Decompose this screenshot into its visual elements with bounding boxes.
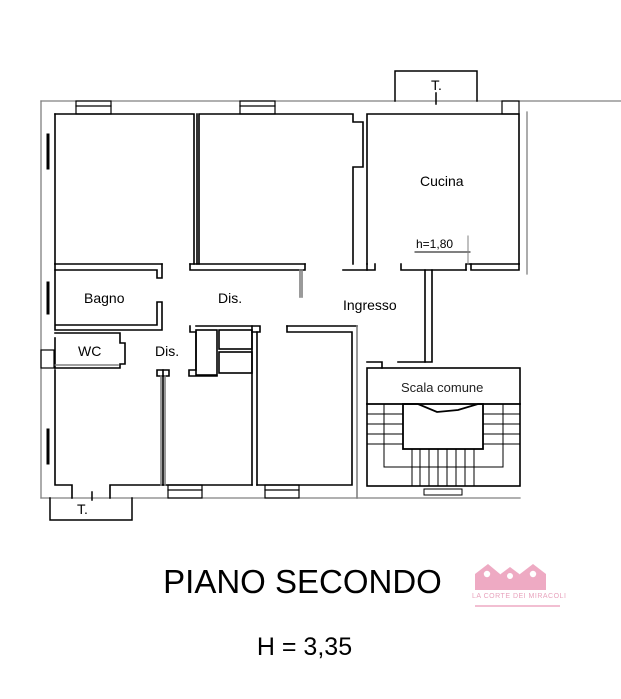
plan-title: PIANO SECONDO	[163, 563, 442, 600]
logo-houses-icon	[475, 564, 560, 607]
outer-wall	[40, 100, 621, 499]
terrace-label-bottom: T.	[77, 501, 88, 517]
room-label-cucina: Cucina	[420, 173, 464, 189]
stairwell	[366, 403, 521, 496]
room-label-bagno: Bagno	[84, 290, 125, 306]
room-label-wc: WC	[78, 343, 101, 359]
cucina-height-marker	[414, 235, 471, 265]
plan-height-label: H = 3,35	[256, 633, 353, 661]
logo-text: LA CORTE DEI MIRACOLI	[472, 593, 567, 600]
room-label-dis-main: Dis.	[218, 290, 242, 306]
room-label-ingresso: Ingresso	[343, 297, 397, 313]
terrace-label-top: T.	[431, 77, 442, 93]
interior-walls	[54, 113, 521, 499]
windows	[40, 100, 520, 499]
cucina-height-label: h=1,80	[416, 237, 453, 251]
floor-plan: Cucina h=1,80 Bagno Dis. Ingresso WC Dis…	[40, 70, 621, 521]
room-label-dis-small: Dis.	[155, 343, 179, 359]
room-label-scala-comune: Scala comune	[401, 380, 483, 395]
terraces	[49, 70, 478, 521]
